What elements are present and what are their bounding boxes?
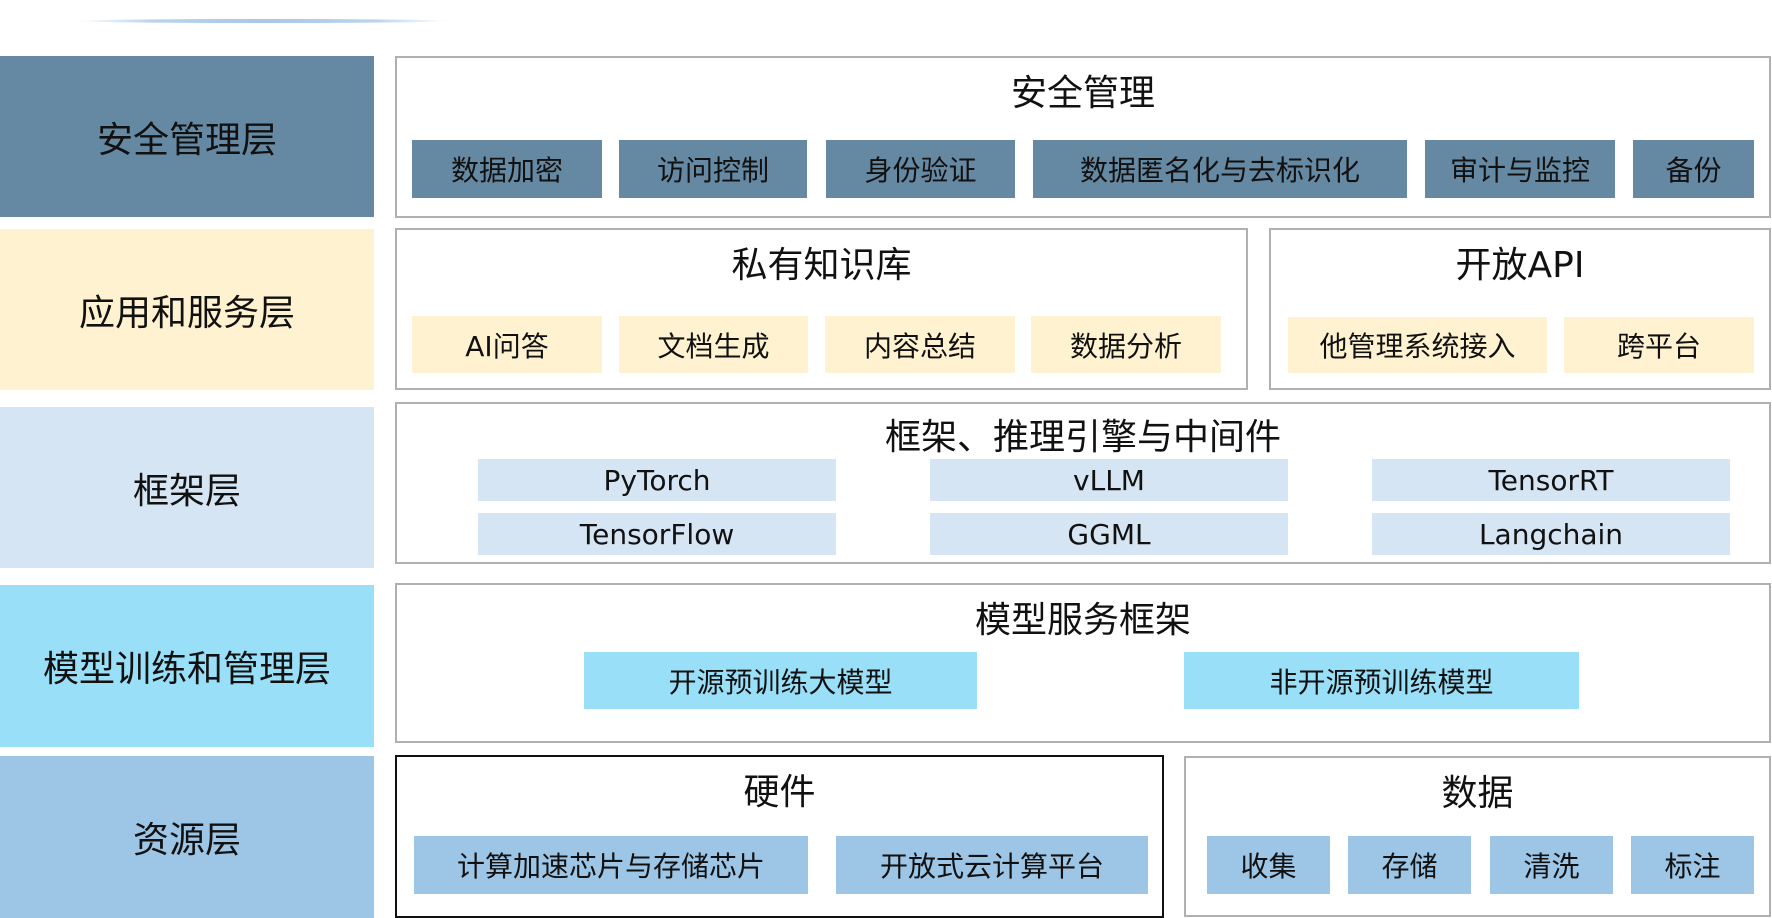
item-label: 数据加密 <box>450 154 563 187</box>
item-label: 开源预训练大模型 <box>668 665 893 699</box>
model-item-closed-source[interactable]: 非开源预训练模型 <box>1184 652 1579 709</box>
kb-item-summary[interactable]: 内容总结 <box>825 316 1015 373</box>
item-label: 计算加速芯片与存储芯片 <box>456 850 765 883</box>
panel-title: 数据 <box>1441 773 1514 814</box>
layer-label-text: 框架层 <box>132 470 241 512</box>
kb-item-doc-generation[interactable]: 文档生成 <box>619 316 808 373</box>
item-label: 非开源预训练模型 <box>1269 665 1494 699</box>
data-item-cleaning[interactable]: 清洗 <box>1490 836 1613 894</box>
item-label: 文档生成 <box>657 329 770 363</box>
item-label: TensorRT <box>1488 463 1614 497</box>
item-label: 备份 <box>1665 154 1722 187</box>
framework-item-vllm[interactable]: vLLM <box>930 459 1288 501</box>
panel-title: 硬件 <box>743 772 816 813</box>
security-item-access-control[interactable]: 访问控制 <box>619 140 807 198</box>
security-item-audit-monitoring[interactable]: 审计与监控 <box>1425 140 1615 198</box>
panel-title: 模型服务框架 <box>974 600 1191 641</box>
item-label: 收集 <box>1240 850 1297 883</box>
kb-item-ai-qa[interactable]: AI问答 <box>412 316 602 373</box>
panel-title: 私有知识库 <box>731 245 912 286</box>
layer-label-framework: 框架层 <box>0 407 374 568</box>
data-item-collect[interactable]: 收集 <box>1207 836 1330 894</box>
item-label: 访问控制 <box>656 154 769 187</box>
api-item-cross-platform[interactable]: 跨平台 <box>1564 317 1754 373</box>
layer-label-text: 应用和服务层 <box>78 292 295 334</box>
data-item-storage[interactable]: 存储 <box>1348 836 1471 894</box>
hardware-item-cloud-platform[interactable]: 开放式云计算平台 <box>836 836 1148 894</box>
panel-title: 开放API <box>1455 245 1585 286</box>
security-item-encryption[interactable]: 数据加密 <box>412 140 602 198</box>
panel-title: 安全管理 <box>1010 73 1155 114</box>
item-label: Langchain <box>1478 517 1624 551</box>
item-label: 开放式云计算平台 <box>879 850 1104 883</box>
api-item-system-integration[interactable]: 他管理系统接入 <box>1288 317 1547 373</box>
item-label: 存储 <box>1381 850 1438 883</box>
item-label: 数据匿名化与去标识化 <box>1079 154 1360 187</box>
kb-item-data-analysis[interactable]: 数据分析 <box>1031 316 1221 373</box>
item-label: 内容总结 <box>863 329 976 363</box>
layer-label-text: 资源层 <box>132 820 241 861</box>
layer-label-text: 安全管理层 <box>96 119 277 161</box>
item-label: vLLM <box>1073 463 1145 497</box>
decorative-divider-line <box>77 19 449 23</box>
item-label: 清洗 <box>1523 850 1580 883</box>
item-label: AI问答 <box>465 329 549 363</box>
framework-item-ggml[interactable]: GGML <box>930 513 1288 555</box>
item-label: 数据分析 <box>1069 329 1182 363</box>
framework-item-langchain[interactable]: Langchain <box>1372 513 1730 555</box>
hardware-item-chips[interactable]: 计算加速芯片与存储芯片 <box>414 836 808 894</box>
layer-label-model: 模型训练和管理层 <box>0 585 374 747</box>
model-item-open-source[interactable]: 开源预训练大模型 <box>584 652 977 709</box>
item-label: 身份验证 <box>864 154 977 187</box>
layer-label-resource: 资源层 <box>0 756 374 918</box>
layer-label-security: 安全管理层 <box>0 56 374 217</box>
item-label: 标注 <box>1664 850 1721 883</box>
item-label: TensorFlow <box>579 517 735 551</box>
framework-item-tensorrt[interactable]: TensorRT <box>1372 459 1730 501</box>
item-label: 跨平台 <box>1616 330 1701 363</box>
layer-label-application: 应用和服务层 <box>0 229 374 390</box>
item-label: 他管理系统接入 <box>1319 330 1516 363</box>
layer-label-text: 模型训练和管理层 <box>42 649 331 690</box>
data-item-labeling[interactable]: 标注 <box>1631 836 1754 894</box>
framework-item-pytorch[interactable]: PyTorch <box>478 459 836 501</box>
security-item-authentication[interactable]: 身份验证 <box>826 140 1015 198</box>
item-label: PyTorch <box>603 463 711 497</box>
item-label: 审计与监控 <box>1449 154 1590 187</box>
framework-item-tensorflow[interactable]: TensorFlow <box>478 513 836 555</box>
panel-title: 框架、推理引擎与中间件 <box>884 417 1281 458</box>
security-item-anonymization[interactable]: 数据匿名化与去标识化 <box>1033 140 1407 198</box>
item-label: GGML <box>1067 517 1151 551</box>
security-item-backup[interactable]: 备份 <box>1633 140 1754 198</box>
